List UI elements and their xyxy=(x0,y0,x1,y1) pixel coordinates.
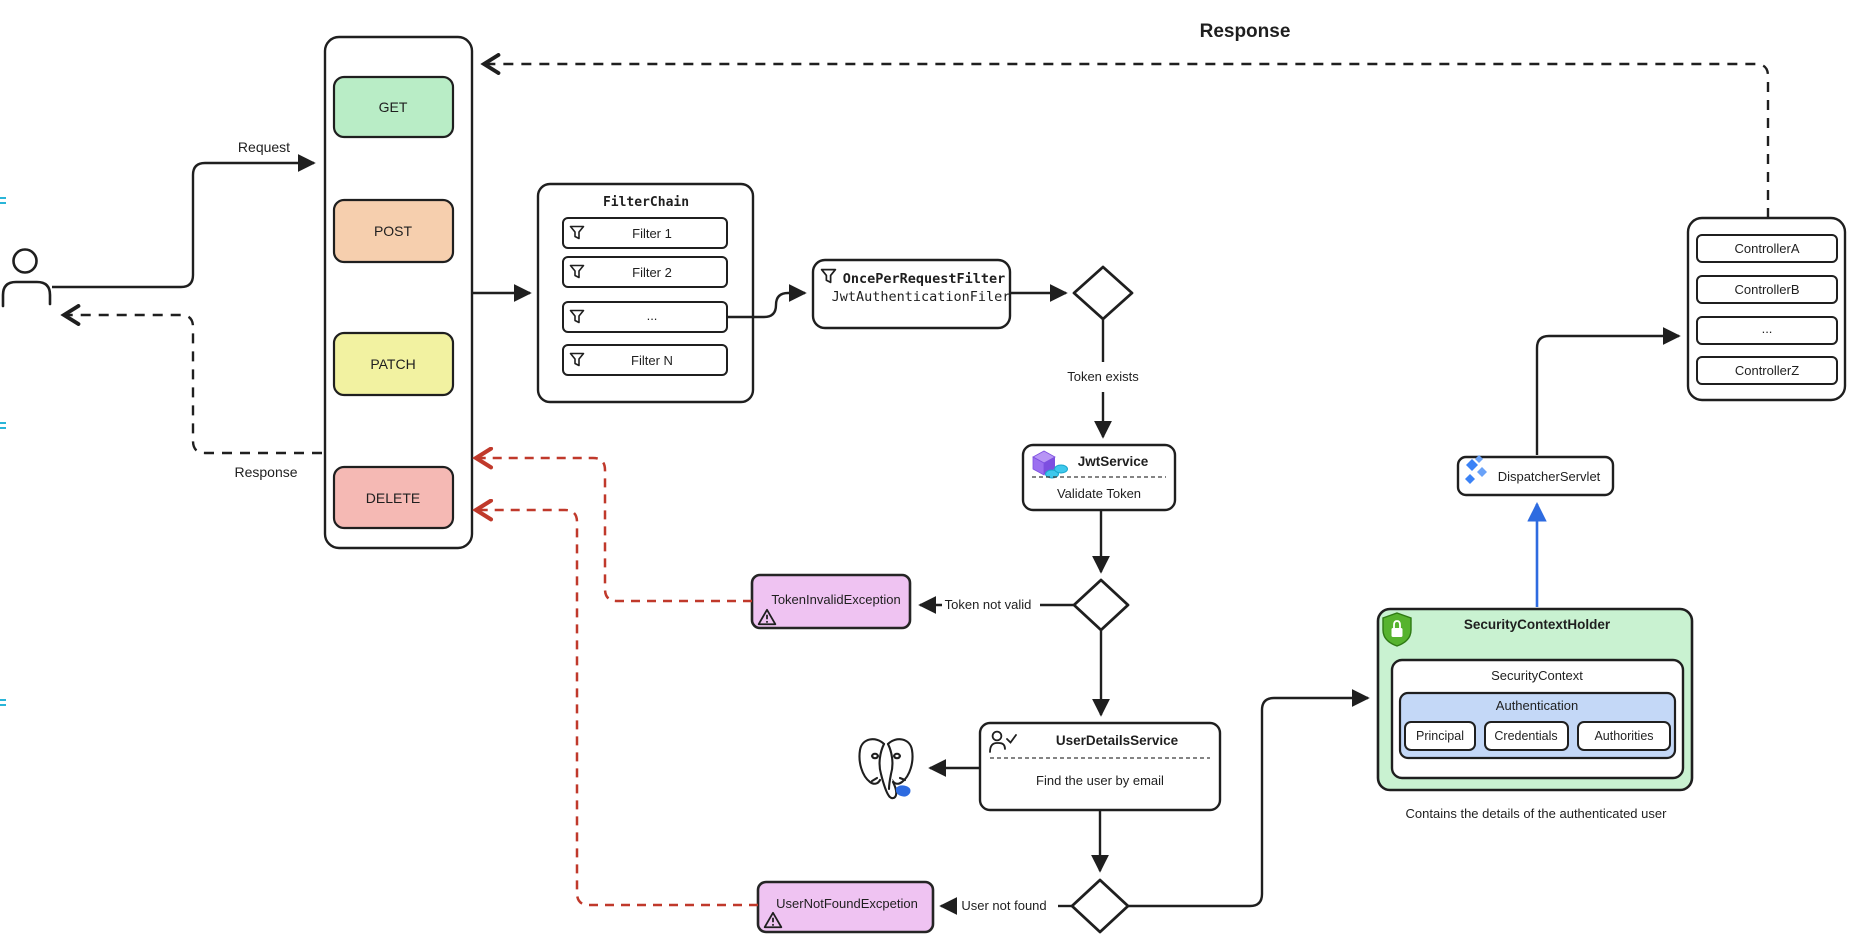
get-method-label: GET xyxy=(379,99,408,115)
delete-method-label: DELETE xyxy=(366,490,420,506)
oprf-title: OncePerRequestFilter xyxy=(843,271,1006,287)
filter-1-node xyxy=(562,217,728,249)
user-details-service-node: UserDetailsService Find the user by emai… xyxy=(978,721,1222,812)
user-not-found-response-arrow xyxy=(476,510,758,907)
filterchain-title: FilterChain xyxy=(603,195,689,210)
postgres-blue-mark xyxy=(895,785,911,797)
postgresql-icon xyxy=(858,738,914,800)
controller-b-label: ControllerB xyxy=(1734,282,1799,297)
patch-method-label: PATCH xyxy=(370,356,415,372)
controllers-container: ControllerA ControllerB ... ControllerZ xyxy=(1686,216,1847,402)
decision-user-found xyxy=(1070,878,1130,934)
authorities-node xyxy=(1577,721,1671,751)
uds-title: UserDetailsService xyxy=(1056,733,1179,748)
person-check-icon xyxy=(989,730,1017,753)
request-label: Request xyxy=(238,139,290,155)
response-arrow-top xyxy=(484,64,1770,218)
decision-token-exists xyxy=(1072,265,1134,321)
canvas-edge-tick-marks xyxy=(0,197,6,706)
controller-z-node xyxy=(1696,356,1838,385)
filterchain-container: FilterChain Filter 1 Filter 2 ... Filter… xyxy=(536,182,755,404)
http-methods-container: GET POST PATCH DELETE xyxy=(323,35,474,550)
user-icon xyxy=(1,248,52,308)
filter-n-node xyxy=(562,344,728,376)
token-exists-label: Token exists xyxy=(1067,369,1139,384)
controller-a-label: ControllerA xyxy=(1734,241,1799,256)
filterchain-to-oprf-arrow xyxy=(727,284,807,319)
principal-node xyxy=(1404,721,1476,751)
post-method-label: POST xyxy=(374,223,413,239)
jwt-service-node: JwtService Validate Token xyxy=(1021,443,1177,512)
sch-caption: Contains the details of the authenticate… xyxy=(1406,806,1668,821)
patch-method-node xyxy=(332,331,455,397)
credentials-label: Credentials xyxy=(1494,729,1557,743)
jwt-cube-icon xyxy=(1032,450,1068,479)
jwt-service-action: Validate Token xyxy=(1057,486,1141,501)
dispatcher-to-controllers-arrow xyxy=(1535,327,1681,455)
post-method-node xyxy=(332,198,455,264)
dispatcher-servlet-node: DispatcherServlet xyxy=(1456,455,1615,497)
get-method-node xyxy=(332,75,455,139)
authentication-label: Authentication xyxy=(1496,698,1578,713)
filter-ellipsis-label: ... xyxy=(647,308,658,323)
filter-2-label: Filter 2 xyxy=(632,265,672,280)
filter-n-label: Filter N xyxy=(631,353,673,368)
authorities-label: Authorities xyxy=(1594,729,1653,743)
controller-b-node xyxy=(1696,275,1838,304)
request-arrow xyxy=(52,154,316,289)
user-not-found-exception-node: UserNotFoundExcpetion xyxy=(756,880,935,934)
controller-ellipsis-node xyxy=(1696,316,1838,345)
response-top-label: Response xyxy=(1200,21,1291,42)
uds-action: Find the user by email xyxy=(1036,773,1164,788)
controller-z-label: ControllerZ xyxy=(1735,363,1799,378)
user-not-found-exception-label: UserNotFoundExcpetion xyxy=(776,896,918,911)
controller-a-node xyxy=(1696,234,1838,263)
filter-2-node xyxy=(562,256,728,288)
controller-ellipsis-label: ... xyxy=(1762,321,1773,336)
token-invalid-exception-label: TokenInvalidException xyxy=(771,592,900,607)
once-per-request-filter-node: OncePerRequestFilter JwtAuthenticationFi… xyxy=(811,258,1012,330)
response-arrow-to-user xyxy=(64,315,322,455)
decision-token-valid xyxy=(1072,578,1130,632)
principal-label: Principal xyxy=(1416,729,1464,743)
token-invalid-exception-node: TokenInvalidException xyxy=(750,573,912,630)
filter-ellipsis-node xyxy=(562,301,728,333)
token-not-valid-label: Token not valid xyxy=(945,597,1032,612)
user-not-found-label: User not found xyxy=(961,898,1046,913)
dispatcher-servlet-label: DispatcherServlet xyxy=(1498,469,1601,484)
credentials-node xyxy=(1484,721,1569,751)
jwt-service-title: JwtService xyxy=(1078,454,1149,469)
decision-to-sch-arrow xyxy=(1128,689,1370,908)
security-context-label: SecurityContext xyxy=(1491,668,1583,683)
dispatcher-icon xyxy=(1465,455,1487,484)
delete-method-node xyxy=(332,465,455,530)
filter-1-label: Filter 1 xyxy=(632,226,672,241)
response-label: Response xyxy=(234,464,297,480)
sch-title: SecurityContextHolder xyxy=(1464,617,1611,632)
oprf-subtitle: JwtAuthenticationFiler xyxy=(832,289,1011,305)
shield-lock-icon xyxy=(1382,612,1412,647)
token-invalid-response-arrow xyxy=(476,458,752,603)
security-context-holder-node: SecurityContextHolder SecurityContext Au… xyxy=(1376,607,1694,792)
